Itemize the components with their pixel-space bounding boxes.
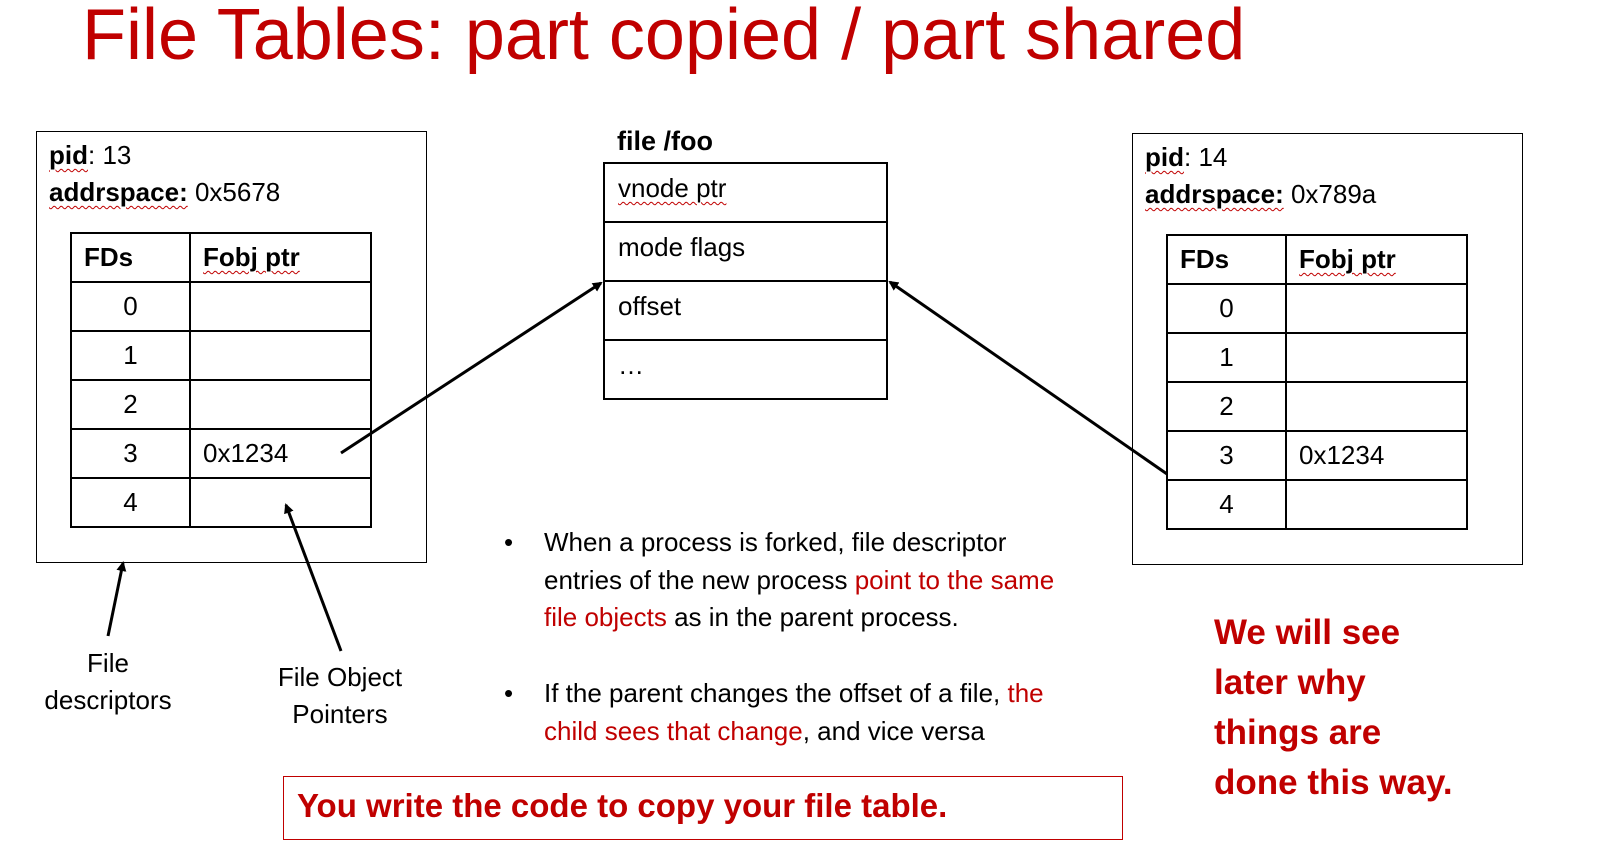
fd-index: 4 bbox=[1166, 479, 1287, 530]
right-fd-to-file-arrow bbox=[888, 280, 1168, 476]
fobj-ptr-cell: 0x1234 bbox=[1285, 430, 1468, 481]
fobj-ptr-cell bbox=[1285, 332, 1468, 383]
label-line: File bbox=[87, 648, 129, 678]
file-object-box: vnode ptr mode flags offset … bbox=[603, 162, 888, 400]
left-addrspace-label: addrspace: bbox=[49, 177, 188, 207]
file-field-offset: offset bbox=[605, 282, 886, 341]
fd-index: 2 bbox=[70, 379, 191, 430]
bullet-emphasis: point to the same bbox=[854, 564, 1055, 595]
code-note-text: You write the code to copy your file tab… bbox=[297, 787, 948, 824]
fobj-ptr-cell bbox=[1285, 381, 1468, 432]
file-object-pointers-label: File Object Pointers bbox=[260, 659, 420, 733]
fd-index: 1 bbox=[1166, 332, 1287, 383]
label-line: descriptors bbox=[44, 684, 172, 715]
slide-title: File Tables: part copied / part shared bbox=[82, 0, 1246, 75]
left-addrspace-line: addrspace: 0x5678 bbox=[49, 177, 280, 208]
fd-index: 2 bbox=[1166, 381, 1287, 432]
table-row: 0 bbox=[70, 281, 372, 332]
fobj-ptr-cell bbox=[1285, 479, 1468, 530]
fd-index: 4 bbox=[70, 477, 191, 528]
fobj-ptr-cell bbox=[189, 330, 372, 381]
bullet-line: entries of the new process point to the … bbox=[544, 562, 1144, 600]
right-pid-line: pid: 14 bbox=[1145, 142, 1227, 173]
left-pid-label: pid bbox=[49, 140, 88, 170]
fds-header: FDs bbox=[70, 232, 191, 283]
table-row: 0 bbox=[1166, 283, 1468, 334]
file-object-pointers-arrow bbox=[284, 503, 343, 652]
table-row: 2 bbox=[1166, 381, 1468, 432]
fd-index: 3 bbox=[1166, 430, 1287, 481]
bullet-text: If the parent changes the offset of a fi… bbox=[544, 678, 1008, 708]
bullet-line: If the parent changes the offset of a fi… bbox=[544, 675, 1144, 713]
bullet-line: child sees that change, and vice versa bbox=[544, 713, 1144, 751]
label-line: Pointers bbox=[292, 698, 388, 729]
left-pid-line: pid: 13 bbox=[49, 140, 131, 171]
table-header-row: FDs Fobj ptr bbox=[1166, 234, 1468, 285]
fobj-ptr-header: Fobj ptr bbox=[1285, 234, 1468, 285]
file-field-vnode: vnode ptr bbox=[605, 164, 886, 223]
right-addrspace-label: addrspace: bbox=[1145, 179, 1284, 209]
fd-index: 0 bbox=[1166, 283, 1287, 334]
side-note-line: later why bbox=[1214, 663, 1366, 703]
side-note-line: done this way. bbox=[1214, 763, 1453, 803]
fobj-ptr-cell bbox=[189, 281, 372, 332]
table-row: 2 bbox=[70, 379, 372, 430]
right-pid-label: pid bbox=[1145, 142, 1184, 172]
fd-index: 0 bbox=[70, 281, 191, 332]
table-row: 4 bbox=[70, 477, 372, 528]
fobj-ptr-cell bbox=[1285, 283, 1468, 334]
left-fd-to-file-arrow bbox=[340, 281, 603, 455]
fd-index: 1 bbox=[70, 330, 191, 381]
table-header-row: FDs Fobj ptr bbox=[70, 232, 372, 283]
bullet-dot: • bbox=[504, 527, 514, 557]
bullet-dot: • bbox=[504, 678, 514, 708]
code-note-box: You write the code to copy your file tab… bbox=[283, 776, 1123, 840]
right-addrspace-line: addrspace: 0x789a bbox=[1145, 179, 1376, 210]
bullet-text: as in the parent process. bbox=[666, 602, 959, 633]
right-pid-value: : 14 bbox=[1184, 142, 1228, 172]
left-pid-value: : 13 bbox=[88, 140, 132, 170]
side-note-line: We will see bbox=[1214, 613, 1401, 652]
bullet-line: When a process is forked, file descripto… bbox=[544, 527, 1007, 557]
table-row: 1 bbox=[1166, 332, 1468, 383]
bullet-text: entries of the new process bbox=[544, 564, 855, 595]
fds-header: FDs bbox=[1166, 234, 1287, 285]
side-note-line: things are bbox=[1214, 713, 1382, 753]
right-addrspace-value: 0x789a bbox=[1283, 179, 1377, 209]
bullet-text: , and vice versa bbox=[802, 715, 985, 746]
file-field-mode: mode flags bbox=[605, 223, 886, 282]
table-row: 4 bbox=[1166, 479, 1468, 530]
bullet-emphasis: file objects bbox=[544, 602, 667, 633]
label-line: File Object bbox=[277, 662, 403, 692]
fobj-ptr-header: Fobj ptr bbox=[189, 232, 372, 283]
right-process-box: pid: 14 addrspace: 0x789a FDs Fobj ptr 0… bbox=[1132, 133, 1523, 565]
file-descriptors-arrow bbox=[106, 561, 127, 637]
bullet-emphasis: child sees that change bbox=[544, 715, 803, 746]
bullet-emphasis: the bbox=[1007, 678, 1044, 708]
bullet-offset: • If the parent changes the offset of a … bbox=[504, 675, 1144, 751]
bullet-fork: • When a process is forked, file descrip… bbox=[504, 524, 1144, 637]
file-object-title: file /foo bbox=[617, 126, 713, 156]
side-note: We will see later why things are done th… bbox=[1214, 608, 1544, 808]
fd-index: 3 bbox=[70, 428, 191, 479]
fobj-ptr-cell: 0x1234 bbox=[189, 428, 372, 479]
left-process-box: pid: 13 addrspace: 0x5678 FDs Fobj ptr 0… bbox=[36, 131, 427, 563]
file-field-more: … bbox=[618, 350, 644, 380]
file-descriptors-label: File descriptors bbox=[28, 645, 188, 719]
table-row: 1 bbox=[70, 330, 372, 381]
fobj-ptr-cell bbox=[189, 477, 372, 528]
fobj-ptr-cell bbox=[189, 379, 372, 430]
file-field-label: vnode ptr bbox=[618, 173, 727, 203]
left-addrspace-value: 0x5678 bbox=[187, 177, 281, 207]
bullet-line: file objects as in the parent process. bbox=[544, 599, 1144, 637]
